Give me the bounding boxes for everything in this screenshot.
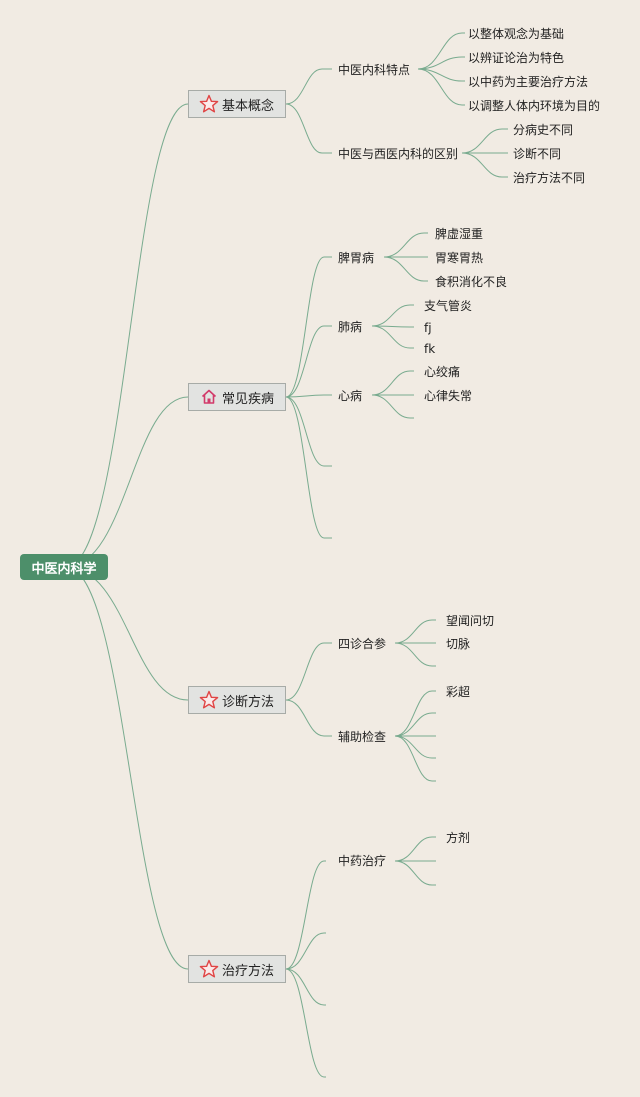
subtopic-node[interactable]: 彩超	[446, 685, 471, 699]
connector-line	[417, 32, 465, 70]
connector-line	[417, 68, 465, 82]
subtopic-node[interactable]: 胃寒胃热	[435, 251, 484, 265]
connector-line	[417, 56, 465, 70]
connector-line	[371, 394, 414, 419]
connector-line	[371, 325, 414, 328]
connector-line	[394, 642, 436, 667]
topic-node[interactable]: 肺病	[338, 320, 363, 334]
connector-line	[285, 256, 332, 398]
connector-line	[383, 256, 428, 282]
subtopic-node[interactable]: 心绞痛	[424, 365, 461, 379]
subtopic-node[interactable]: 心律失常	[424, 389, 473, 403]
connector-line	[394, 836, 436, 862]
subtopic-node[interactable]: 望闻问切	[446, 614, 495, 628]
connector-line	[285, 396, 332, 467]
connector-line	[285, 932, 326, 970]
topic-node[interactable]: 中医与西医内科的区别	[338, 147, 459, 161]
subtopic-node[interactable]: 分病史不同	[513, 123, 574, 137]
connector-line	[285, 396, 332, 539]
subtopic-node[interactable]: fj	[424, 321, 432, 335]
connector-line	[371, 325, 414, 349]
connector-line	[461, 152, 508, 178]
branch-node-diagnosis-methods[interactable]: 诊断方法	[188, 686, 286, 714]
topic-node[interactable]: 四诊合参	[338, 637, 387, 651]
connector-line	[461, 128, 508, 154]
branch-label: 诊断方法	[222, 694, 275, 710]
connector-line	[285, 68, 332, 105]
connector-line	[65, 566, 189, 970]
root-node[interactable]: 中医内科学	[20, 554, 108, 580]
branch-node-treatment-methods[interactable]: 治疗方法	[188, 955, 286, 983]
star-icon	[199, 959, 219, 979]
connector-line	[285, 860, 326, 970]
connector-line	[394, 735, 436, 759]
connector-line	[394, 735, 436, 782]
connector-line	[285, 699, 332, 737]
connector-line	[394, 712, 436, 737]
subtopic-node[interactable]: fk	[424, 342, 436, 356]
home-icon	[199, 387, 219, 407]
connector-line	[394, 860, 436, 886]
subtopic-node[interactable]: 以辨证论治为特色	[468, 51, 565, 65]
connector-line	[383, 232, 428, 258]
subtopic-node[interactable]: 脾虚湿重	[435, 227, 484, 241]
star-icon	[199, 690, 219, 710]
subtopic-node[interactable]: 方剂	[446, 831, 471, 845]
branch-label: 治疗方法	[222, 963, 275, 979]
branch-label: 常见疾病	[222, 391, 275, 407]
topic-node[interactable]: 中药治疗	[338, 854, 387, 868]
subtopic-node[interactable]: 支气管炎	[424, 299, 473, 313]
subtopic-node[interactable]: 以调整人体内环境为目的	[468, 99, 601, 113]
subtopic-node[interactable]: 以整体观念为基础	[468, 27, 565, 41]
connector-line	[285, 394, 332, 398]
root-label: 中医内科学	[31, 561, 97, 577]
topic-node[interactable]: 脾胃病	[338, 251, 375, 265]
topic-node[interactable]: 辅助检查	[338, 730, 387, 744]
subtopic-node[interactable]: 以中药为主要治疗方法	[468, 75, 589, 89]
connector-line	[65, 103, 189, 568]
subtopic-node[interactable]: 治疗方法不同	[513, 171, 586, 185]
topic-node[interactable]: 中医内科特点	[338, 63, 411, 77]
branch-label: 基本概念	[222, 98, 275, 114]
connector-line	[285, 325, 332, 398]
connector-line	[371, 370, 414, 396]
connector-line	[65, 396, 189, 568]
branch-node-basic-concepts[interactable]: 基本概念	[188, 90, 286, 118]
connector-line	[285, 968, 326, 1078]
connector-line	[394, 690, 436, 737]
connector-line	[394, 619, 436, 644]
connector-line	[417, 68, 465, 106]
connector-line	[371, 304, 414, 327]
subtopic-node[interactable]: 食积消化不良	[435, 275, 508, 289]
connector-line	[285, 642, 332, 701]
connector-line	[285, 968, 326, 1006]
connector-line	[65, 566, 189, 701]
branch-node-common-diseases[interactable]: 常见疾病	[188, 383, 286, 411]
connector-line	[285, 103, 332, 154]
subtopic-node[interactable]: 诊断不同	[513, 147, 562, 161]
subtopic-node[interactable]: 切脉	[446, 637, 471, 651]
topic-node[interactable]: 心病	[338, 389, 363, 403]
star-icon	[199, 94, 219, 114]
